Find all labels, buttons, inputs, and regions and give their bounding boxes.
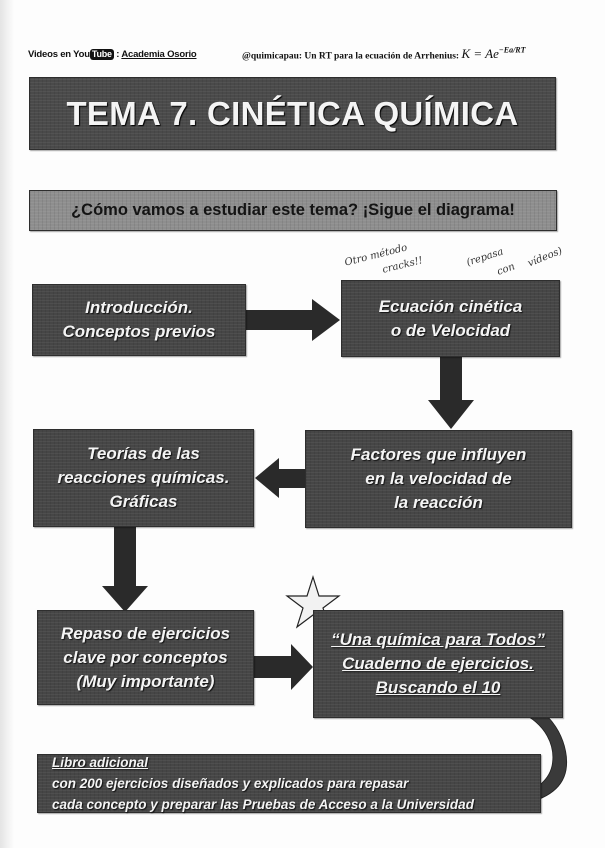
node-text-line: Teorías de las — [87, 444, 200, 463]
handnote-2-line-3: vídeos) — [526, 245, 564, 270]
arrow-down-icon — [428, 357, 474, 429]
page-title: TEMA 7. CINÉTICA QUÍMICA — [29, 77, 556, 150]
node-text-line: la reacción — [394, 493, 483, 512]
libro-line-2: cada concepto y preparar las Pruebas de … — [52, 797, 474, 812]
youtube-logo-icon: Tube — [89, 49, 114, 60]
arrhenius-formula: K = Ae−Ea/RT — [461, 46, 525, 61]
node-text-line: en la velocidad de — [365, 469, 512, 488]
header-prefix: Videos en You — [28, 49, 90, 60]
node-text-line: reacciones químicas. — [57, 468, 230, 487]
libro-line-1: Libro adicional con 200 ejercicios diseñ… — [52, 752, 408, 794]
node-text-line: (Muy importante) — [76, 671, 215, 691]
handwritten-note-2b: con — [496, 261, 517, 278]
node-teorias: Teorías de las reacciones químicas. Gráf… — [33, 429, 254, 527]
node-cuaderno-ejercicios: “Una química para Todos” Cuaderno de eje… — [313, 610, 563, 718]
node-text-line: Factores que influyen — [350, 445, 527, 464]
formula-base: K = Ae — [461, 46, 499, 62]
node-text-line: Ecuación cinética — [378, 296, 523, 316]
node-text-line: “Una química para Todos” — [331, 630, 545, 649]
libro-line-1-rest: con 200 ejercicios diseñados y explicado… — [52, 776, 409, 791]
node-text-line: Cuaderno de ejercicios. — [342, 654, 534, 673]
node-text-line: Conceptos previos — [62, 322, 216, 341]
node-text-line: Buscando el 10 — [375, 678, 501, 697]
scan-edge — [0, 0, 14, 848]
node-text-line: o de Velocidad — [390, 320, 511, 340]
handnote-2-line-2: con — [495, 261, 517, 278]
node-text-line: Gráficas — [109, 492, 178, 511]
handwritten-note-2c: vídeos) — [526, 246, 564, 270]
header-right-text: @quimicapau: Un RT para la ecuación de A… — [242, 51, 460, 62]
node-text-line: Repaso de ejercicios — [60, 623, 231, 643]
arrow-right-icon — [254, 644, 313, 690]
node-repaso: Repaso de ejercicios clave por conceptos… — [37, 610, 254, 705]
formula-exponent: −Ea/RT — [498, 46, 526, 55]
arrow-down-icon — [102, 527, 148, 612]
node-factores: Factores que influyen en la velocidad de… — [305, 430, 572, 528]
node-text-line: Introducción. — [85, 298, 193, 317]
channel-link[interactable]: Academia Osorio — [121, 49, 197, 60]
node-introduccion: Introducción. Conceptos previos — [32, 284, 246, 356]
diagram-instruction: ¿Cómo vamos a estudiar este tema? ¡Sigue… — [29, 190, 557, 231]
libro-prefix: Libro adicional — [52, 755, 149, 770]
arrow-left-icon — [255, 458, 305, 498]
header-arrhenius-note: @quimicapau: Un RT para la ecuación de A… — [242, 46, 526, 62]
header-separator: : — [116, 49, 120, 60]
arrow-right-icon — [246, 299, 340, 341]
node-ecuacion-cinetica: Ecuación cinética o de Velocidad — [341, 280, 560, 357]
node-text-line: clave por conceptos — [63, 647, 228, 667]
node-libro-adicional: Libro adicional con 200 ejercicios diseñ… — [37, 754, 541, 813]
